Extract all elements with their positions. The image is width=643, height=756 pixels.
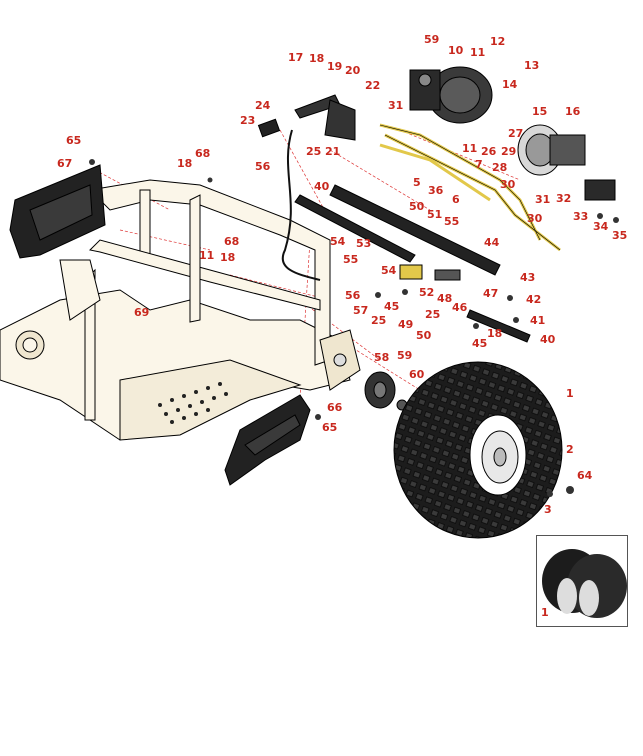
left-fender-shield [9,164,106,259]
part-callout: 19 [327,60,343,73]
part-callout: 30 [527,212,543,225]
hydraulic-pump [409,66,493,124]
part-callout: 26 [481,145,497,158]
part-callout: 23 [240,114,256,127]
part-callout: 16 [565,105,581,118]
part-callout: 40 [314,180,330,193]
wheel-motor [517,124,616,201]
fasteners [89,159,619,497]
part-callout: 34 [593,220,609,233]
part-callout: 31 [535,193,551,206]
part-callout: 60 [409,368,425,381]
part-callout: 46 [452,301,468,314]
part-callout: 3 [544,503,552,516]
inset-callout: 1 [541,606,549,619]
part-callout: 2 [566,443,574,456]
part-callout: 55 [444,215,460,228]
part-callout: 45 [472,337,488,350]
wheel-hub [364,371,408,411]
deck-holes [158,382,228,424]
part-callout: 48 [437,292,453,305]
part-callout: 5 [413,176,421,189]
hydraulic-hose-outline [379,124,561,251]
part-callout: 69 [134,306,150,319]
chassis-frame [0,179,361,441]
part-callout: 18 [177,157,193,170]
part-callout: 66 [327,401,343,414]
part-callout: 31 [388,99,404,112]
part-callout: 53 [356,237,372,250]
part-callout: 57 [353,304,369,317]
part-callout: 44 [484,236,500,249]
control-lever [257,94,356,141]
part-callout: 25 [371,314,387,327]
part-callout: 51 [427,208,443,221]
part-callout: 12 [490,35,506,48]
part-callout: 58 [374,351,390,364]
part-callout: 30 [500,178,516,191]
part-callout: 45 [384,300,400,313]
part-callout: 65 [66,134,82,147]
part-callout: 13 [524,59,540,72]
part-callout: 47 [483,287,499,300]
part-callout: 25 [306,145,322,158]
part-callout: 50 [409,200,425,213]
part-callout: 56 [345,289,361,302]
tire-inset: 1 [536,535,628,627]
part-callout: 68 [224,235,240,248]
part-callout: 59 [397,349,413,362]
part-callout: 67 [57,157,73,170]
part-callout: 49 [398,318,414,331]
part-callout: 27 [508,127,524,140]
part-callout: 29 [501,145,517,158]
part-callout: 11 [470,46,486,59]
part-callout: 36 [428,184,444,197]
part-callout: 25 [425,308,441,321]
right-fender-shield [224,394,311,486]
part-callout: 59 [424,33,440,46]
part-callout: 20 [345,64,361,77]
part-callout: 15 [532,105,548,118]
part-callout: 17 [288,51,304,64]
part-callout: 54 [381,264,397,277]
tire [393,361,563,539]
tire-inset-drawing [542,549,627,618]
part-callout: 64 [577,469,593,482]
part-callout: 21 [325,145,341,158]
part-callout: 11 [199,249,215,262]
part-callout: 50 [416,329,432,342]
part-callout: 18 [220,251,236,264]
part-callout: 18 [309,52,325,65]
part-callout: 40 [540,333,556,346]
assembly-leader-lines [94,129,521,401]
part-callout: 1 [566,387,574,400]
part-callout: 68 [195,147,211,160]
part-callout: 54 [330,235,346,248]
part-callout: 11 [462,142,478,155]
part-callout: 10 [448,44,464,57]
part-callout: 32 [556,192,572,205]
part-callout: 41 [530,314,546,327]
part-callout: 24 [255,99,271,112]
part-callout: 56 [255,160,271,173]
part-callout: 55 [343,253,359,266]
part-callout: 6 [452,193,460,206]
cable [281,129,321,281]
part-callout: 22 [365,79,381,92]
part-callout: 7 [475,158,483,171]
part-callout: 28 [492,161,508,174]
part-callout: 52 [419,286,435,299]
part-callout: 42 [526,293,542,306]
part-callout: 33 [573,210,589,223]
part-callout: 65 [322,421,338,434]
steering-linkage [294,184,531,343]
part-callout: 14 [502,78,518,91]
part-callout: 18 [487,327,503,340]
part-callout: 43 [520,271,536,284]
part-callout: 35 [612,229,628,242]
